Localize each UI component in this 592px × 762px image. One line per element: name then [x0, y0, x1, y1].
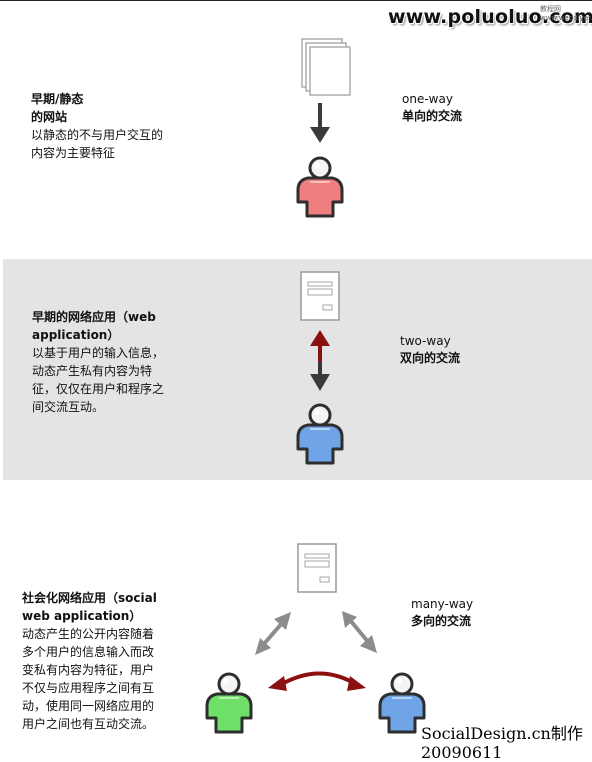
section-three-description: 社会化网络应用（social web application） 动态产生的公开内…: [22, 589, 187, 733]
section-one-flow-en: one-way: [402, 92, 453, 106]
user-icon: [378, 672, 426, 734]
section-one-flow: one-way 单向的交流: [402, 91, 462, 125]
section-three-body: 动态产生的公开内容随着 多个用户的信息输入而改 变私有内容为特征，用户 不仅与应…: [22, 627, 155, 731]
section-two-title: 早期的网络应用（web application）: [32, 310, 156, 342]
section-three-flow-en: many-way: [411, 597, 474, 611]
section-one-body: 以静态的不与用户交互的 内容为主要特征: [31, 128, 164, 160]
section-three-flow-zh: 多向的交流: [411, 614, 472, 628]
section-three-flow: many-way 多向的交流: [411, 596, 473, 630]
section-one-title: 早期/静态 的网站: [31, 92, 84, 124]
section-one-flow-zh: 单向的交流: [402, 109, 463, 123]
top-border: [0, 0, 592, 1]
user-icon: [296, 156, 344, 218]
user-icon: [205, 672, 253, 734]
watermark-url: www.poluoluo.com: [388, 6, 592, 28]
section-two-flow-zh: 双向的交流: [400, 351, 461, 365]
credit-line-2: 20090611: [421, 743, 503, 762]
diagonal-arrow-right-icon: [342, 611, 377, 653]
diagonal-arrow-left-icon: [255, 612, 291, 655]
section-two-description: 早期的网络应用（web application） 以基于用户的输入信息， 动态产…: [32, 308, 192, 416]
section-two-body: 以基于用户的输入信息， 动态产生私有内容为特 征，仅仅在用户和程序之 间交流互动…: [32, 346, 165, 414]
credit-line-1: SocialDesign.cn制作: [421, 724, 583, 743]
section-two-flow-en: two-way: [400, 334, 451, 348]
arrow-down-icon: [310, 103, 330, 143]
section-one-description: 早期/静态 的网站 以静态的不与用户交互的 内容为主要特征: [31, 90, 191, 162]
credit: SocialDesign.cn制作 20090611: [421, 724, 583, 762]
user-icon: [296, 403, 344, 465]
app-window-icon: [300, 271, 340, 321]
watermark-sub: 教程网 www.webdiyer.com: [540, 5, 592, 22]
section-three-title: 社会化网络应用（social web application）: [22, 591, 157, 623]
documents-icon: [301, 38, 351, 96]
section-two-flow: two-way 双向的交流: [400, 333, 460, 367]
two-way-arrow-icon: [310, 330, 330, 391]
curved-arrow-icon: [268, 671, 366, 691]
app-window-icon: [297, 543, 337, 593]
